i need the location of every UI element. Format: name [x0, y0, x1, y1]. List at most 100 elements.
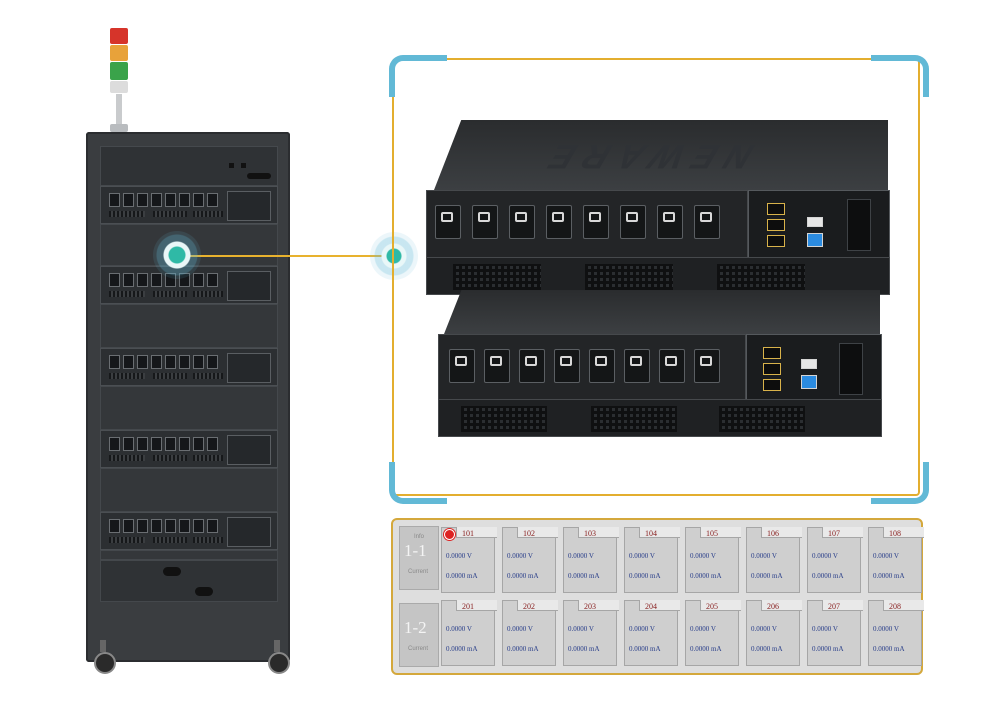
channel-connector-icon: [620, 205, 646, 239]
channel-voltage: 0.0000 V: [568, 625, 594, 633]
channel-voltage: 0.0000 V: [690, 625, 716, 633]
channel-port-icon: [109, 519, 120, 533]
channel-id: 106: [767, 529, 779, 538]
cell-header-tab: [517, 600, 558, 611]
channel-port-icon: [165, 437, 176, 451]
cell-header-tab: [883, 600, 924, 611]
channel-current: 0.0000 mA: [873, 572, 905, 580]
channel-current: 0.0000 mA: [507, 645, 539, 653]
vent-grille: [193, 537, 223, 543]
channel-port-icon: [109, 273, 120, 287]
control-panel: [227, 271, 271, 301]
channel-port-icon: [123, 273, 134, 287]
channel-port-icon: [207, 193, 218, 207]
channel-id: 202: [523, 602, 535, 611]
vent-grille: [193, 455, 223, 461]
vent-grille: [193, 291, 223, 297]
channel-port-icon: [165, 355, 176, 369]
channel-id: 206: [767, 602, 779, 611]
rack-blank-panel: [100, 386, 278, 430]
channel-voltage: 0.0000 V: [873, 625, 899, 633]
channel-id: 204: [645, 602, 657, 611]
channel-connector-icon: [589, 349, 615, 383]
channel-port-icon: [193, 193, 204, 207]
cell-header-tab: [883, 527, 924, 538]
channel-port-icon: [151, 273, 162, 287]
channel-current: 0.0000 mA: [629, 572, 661, 580]
channel-port-icon: [151, 519, 162, 533]
channel-port-icon: [123, 193, 134, 207]
channel-voltage: 0.0000 V: [629, 625, 655, 633]
channel-port-icon: [137, 355, 148, 369]
cell-header-tab: [578, 600, 619, 611]
caster-wheel: [92, 640, 116, 674]
channel-port-icon: [207, 273, 218, 287]
channel-voltage: 0.0000 V: [568, 552, 594, 560]
channel-current: 0.0000 mA: [690, 645, 722, 653]
rack-blank-panel: [100, 550, 278, 560]
channel-id: 103: [584, 529, 596, 538]
zoom-hotspot-marker[interactable]: [370, 232, 418, 280]
row-label-1-1: Info 1-1 Current: [399, 526, 439, 590]
channel-port-icon: [151, 437, 162, 451]
channel-current: 0.0000 mA: [873, 645, 905, 653]
rack-tester-unit: [100, 348, 278, 386]
channel-port-icon: [207, 437, 218, 451]
channel-cell[interactable]: 205 0.0000 V 0.0000 mA: [685, 600, 741, 666]
cell-header-tab: [578, 527, 619, 538]
channel-current: 0.0000 mA: [812, 572, 844, 580]
channel-cell[interactable]: 103 0.0000 V 0.0000 mA: [563, 527, 619, 593]
channel-current: 0.0000 mA: [446, 572, 478, 580]
channel-id: 105: [706, 529, 718, 538]
channel-id: 203: [584, 602, 596, 611]
channel-port-icon: [165, 193, 176, 207]
frame-corner: [389, 55, 447, 97]
channel-port-icon: [207, 519, 218, 533]
channel-connector-icon: [659, 349, 685, 383]
channel-port-icon: [137, 519, 148, 533]
alert-status-icon: [444, 529, 455, 540]
vent-grille: [153, 373, 187, 379]
cell-header-tab: [822, 527, 863, 538]
channel-voltage: 0.0000 V: [629, 552, 655, 560]
channel-id: 205: [706, 602, 718, 611]
frame-corner: [871, 55, 929, 97]
channel-voltage: 0.0000 V: [812, 625, 838, 633]
channel-port-icon: [179, 437, 190, 451]
channel-voltage: 0.0000 V: [690, 552, 716, 560]
channel-current: 0.0000 mA: [568, 572, 600, 580]
channel-connector-icon: [472, 205, 498, 239]
channel-port-icon: [179, 519, 190, 533]
channel-current: 0.0000 mA: [751, 572, 783, 580]
rack-hotspot-marker[interactable]: [153, 231, 201, 279]
channel-port-icon: [193, 355, 204, 369]
channel-current: 0.0000 mA: [446, 645, 478, 653]
control-panel: [227, 517, 271, 547]
channel-id: 102: [523, 529, 535, 538]
channel-current: 0.0000 mA: [751, 645, 783, 653]
rack-top-panel: [100, 146, 278, 186]
channel-port-icon: [151, 193, 162, 207]
vent-grille: [109, 211, 145, 217]
test-rack-cabinet: [86, 132, 290, 662]
channel-port-icon: [151, 355, 162, 369]
channel-voltage: 0.0000 V: [812, 552, 838, 560]
zoom-connector-line: [178, 255, 394, 257]
channel-port-icon: [193, 437, 204, 451]
channel-voltage: 0.0000 V: [507, 552, 533, 560]
channel-port-icon: [109, 193, 120, 207]
